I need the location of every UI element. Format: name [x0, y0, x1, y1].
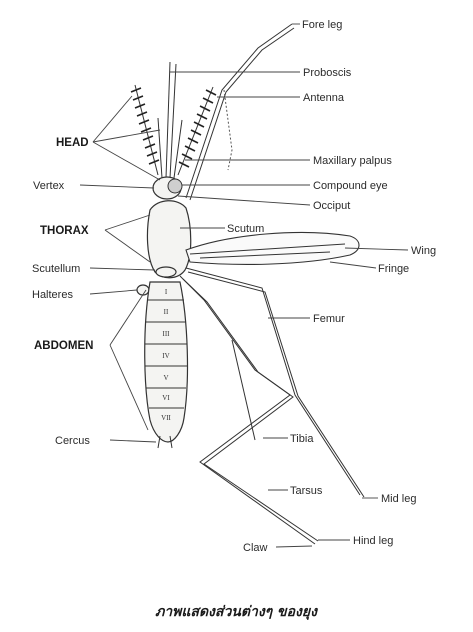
label-claw: Claw: [243, 542, 268, 554]
figure-caption: ภาพแสดงส่วนต่างๆ ของยุง: [155, 604, 318, 620]
label-maxillary-palpus: Maxillary palpus: [313, 155, 392, 167]
label-vertex: Vertex: [33, 180, 65, 192]
abdomen-segment-2: II: [164, 308, 169, 316]
hind-leg: [180, 276, 318, 544]
label-compound-eye: Compound eye: [313, 180, 388, 192]
abdomen-segment-7: VII: [161, 414, 171, 422]
leader-lines: [80, 24, 408, 547]
abdomen-segment-6: VI: [162, 394, 170, 402]
label-head: HEAD: [56, 137, 89, 149]
scutellum: [156, 267, 176, 277]
label-abdomen: ABDOMEN: [34, 340, 93, 352]
label-antenna: Antenna: [303, 92, 345, 104]
label-femur: Femur: [313, 313, 345, 325]
label-halteres: Halteres: [32, 289, 73, 301]
label-tarsus: Tarsus: [290, 485, 323, 497]
halteres: [137, 285, 149, 295]
label-scutellum: Scutellum: [32, 263, 80, 275]
label-proboscis: Proboscis: [303, 67, 352, 79]
label-thorax: THORAX: [40, 225, 89, 237]
label-mid-leg: Mid leg: [381, 493, 416, 505]
abdomen: I II III IV V VI VII: [145, 282, 188, 448]
label-occiput: Occiput: [313, 200, 350, 212]
label-fringe: Fringe: [378, 263, 409, 275]
abdomen-segment-4: IV: [162, 352, 169, 360]
label-wing: Wing: [411, 245, 436, 257]
label-tibia: Tibia: [290, 433, 314, 445]
label-cercus: Cercus: [55, 435, 90, 447]
abdomen-segment-3: III: [163, 330, 171, 338]
mouthparts: [158, 62, 182, 178]
abdomen-segment-5: V: [163, 374, 168, 382]
mid-leg: [186, 268, 364, 497]
label-fore-leg: Fore leg: [302, 19, 342, 31]
compound-eye: [168, 179, 182, 193]
thorax: [147, 201, 190, 278]
label-hind-leg: Hind leg: [353, 535, 393, 547]
fore-leg: [186, 24, 294, 200]
label-scutum: Scutum: [227, 223, 264, 235]
